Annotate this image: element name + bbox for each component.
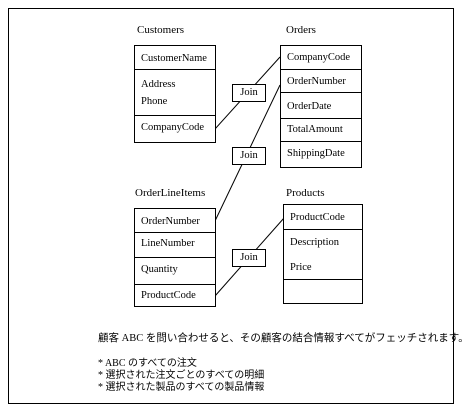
orderlineitems-divider bbox=[135, 257, 215, 258]
orders-divider bbox=[281, 69, 361, 70]
products-divider bbox=[284, 229, 362, 230]
orders-divider bbox=[281, 118, 361, 119]
products-divider bbox=[284, 279, 362, 280]
orders-field: OrderDate bbox=[287, 101, 332, 112]
orders-table: CompanyCode OrderNumber OrderDate TotalA… bbox=[280, 45, 362, 168]
orderlineitems-field: LineNumber bbox=[141, 238, 195, 249]
customers-field: CompanyCode bbox=[141, 122, 204, 133]
orderlineitems-divider bbox=[135, 232, 215, 233]
products-field: Price bbox=[290, 262, 312, 273]
orders-field: ShippingDate bbox=[287, 148, 345, 159]
join-label-orders-orderlineitems: Join bbox=[232, 147, 266, 165]
products-title: Products bbox=[286, 187, 325, 199]
products-table: ProductCode Description Price bbox=[283, 204, 363, 304]
products-field: Description bbox=[290, 237, 339, 248]
bullet-item: * ABC のすべての注文 bbox=[98, 358, 197, 369]
customers-field: CustomerName bbox=[141, 53, 207, 64]
orders-field: TotalAmount bbox=[287, 124, 343, 135]
bullet-item: * 選択された製品のすべての製品情報 bbox=[98, 382, 265, 393]
orders-title: Orders bbox=[286, 24, 316, 36]
orders-field: CompanyCode bbox=[287, 52, 350, 63]
products-field: ProductCode bbox=[290, 212, 345, 223]
join-label-customers-orders: Join bbox=[232, 84, 266, 102]
orders-field: OrderNumber bbox=[287, 76, 346, 87]
orderlineitems-field: OrderNumber bbox=[141, 216, 200, 227]
customers-field: Address bbox=[141, 79, 176, 90]
orderlineitems-field: Quantity bbox=[141, 264, 178, 275]
customers-field: Phone bbox=[141, 96, 168, 107]
customers-title: Customers bbox=[137, 24, 185, 36]
customers-divider bbox=[135, 69, 215, 70]
join-label-orderlineitems-products: Join bbox=[232, 249, 266, 267]
orderlineitems-divider bbox=[135, 284, 215, 285]
orders-divider bbox=[281, 141, 361, 142]
bullet-item: * 選択された注文ごとのすべての明細 bbox=[98, 370, 265, 381]
orderlineitems-table: OrderNumber LineNumber Quantity ProductC… bbox=[134, 208, 216, 307]
diagram-frame bbox=[8, 8, 454, 404]
customers-table: CustomerName Address Phone CompanyCode bbox=[134, 45, 216, 143]
orderlineitems-title: OrderLineItems bbox=[135, 187, 206, 199]
orders-divider bbox=[281, 92, 361, 93]
customers-divider bbox=[135, 115, 215, 116]
caption-text: 顧客 ABC を問い合わせると、その顧客の結合情報すべてがフェッチされます。 bbox=[98, 333, 463, 344]
orderlineitems-field: ProductCode bbox=[141, 290, 196, 301]
